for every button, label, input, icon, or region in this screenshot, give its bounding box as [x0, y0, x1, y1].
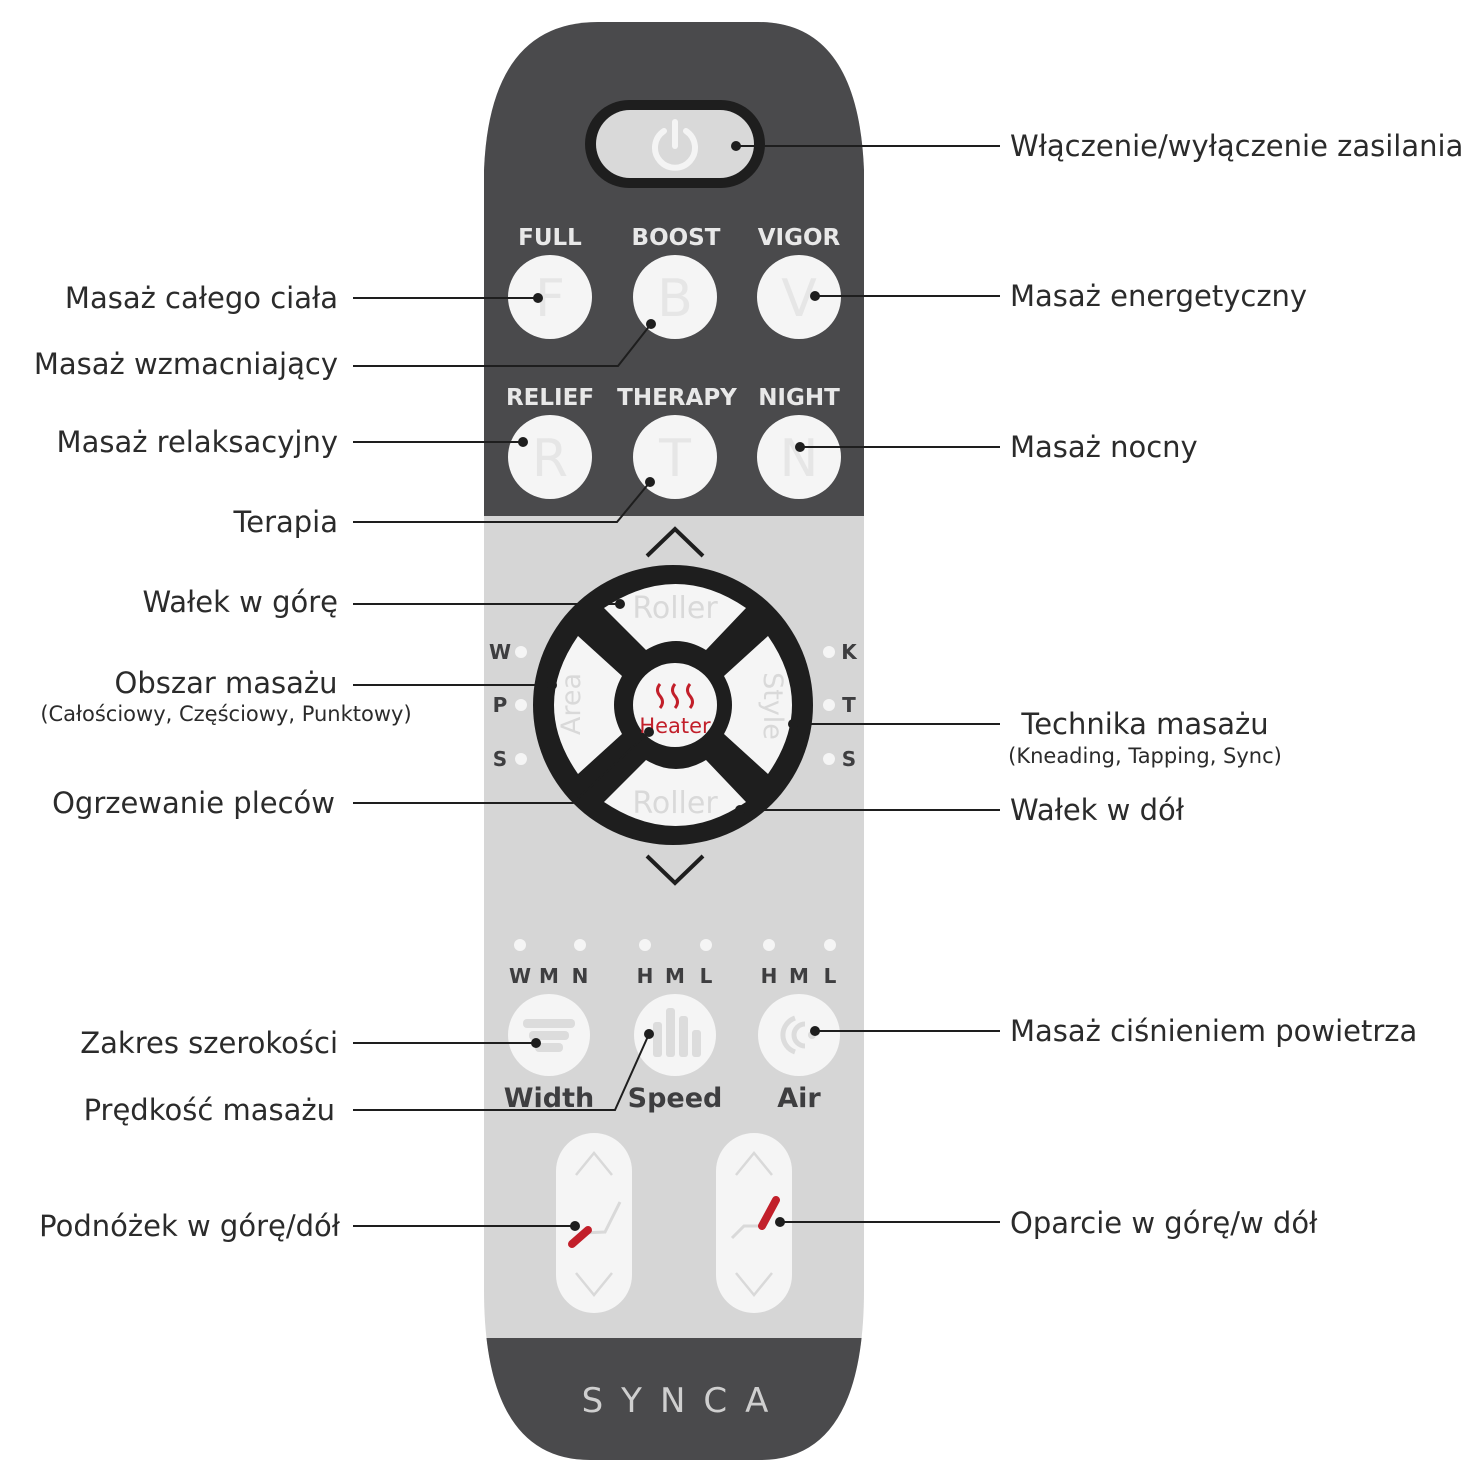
style-indicators: K T S [823, 640, 858, 771]
width-level-n: N [572, 964, 589, 988]
night-annotation: Masaż nocny [1010, 430, 1198, 464]
annotations: Włączenie/wyłączenie zasilania Masaż cał… [34, 129, 1464, 1243]
roller-up-text: Roller [632, 591, 718, 626]
air-levels: H M L [761, 964, 837, 988]
roller-down-button[interactable]: Roller [604, 760, 746, 826]
indicator-s-left: S [493, 747, 507, 771]
speed-level-h: H [637, 964, 654, 988]
night-letter: N [780, 429, 819, 489]
therapy-letter: T [658, 429, 691, 489]
relief-label: RELIEF [506, 385, 594, 411]
boost-button[interactable]: B [633, 255, 717, 339]
backrest-down-icon [735, 1272, 773, 1297]
chevron-down-icon [645, 854, 705, 886]
night-button[interactable]: N [757, 415, 841, 499]
air-annotation: Masaż ciśnieniem powietrza [1010, 1014, 1417, 1048]
relief-letter: R [532, 429, 568, 489]
style-annotation-sub: (Kneading, Tapping, Sync) [1008, 744, 1282, 768]
footrest-up-icon [575, 1151, 613, 1176]
leader-lines [353, 141, 1000, 1231]
air-level-h: H [761, 964, 778, 988]
width-levels: W M N [509, 964, 588, 988]
vigor-label: VIGOR [758, 225, 841, 251]
footrest-rocker[interactable] [556, 1133, 632, 1313]
backrest-up-icon [735, 1151, 773, 1176]
speed-label: Speed [628, 1083, 723, 1114]
power-button[interactable] [585, 100, 765, 188]
boost-label: BOOST [632, 225, 721, 251]
relief-annotation: Masaż relaksacyjny [57, 425, 338, 459]
width-button[interactable] [508, 994, 590, 1076]
width-icon [523, 1019, 575, 1052]
therapy-annotation: Terapia [232, 505, 338, 539]
width-annotation: Zakres szerokości [80, 1026, 338, 1060]
dpad: Roller Roller Area Style Heater [533, 565, 813, 845]
night-label: NIGHT [758, 385, 840, 411]
level-dots [514, 939, 836, 951]
heat-icon [656, 683, 694, 709]
indicator-s-right: S [842, 747, 856, 771]
area-annotation: Obszar masażu [115, 666, 338, 700]
indicator-k: K [841, 640, 858, 664]
style-text: Style [757, 672, 788, 740]
backrest-annotation: Oparcie w górę/w dół [1010, 1206, 1318, 1240]
area-annotation-sub: (Całościowy, Częściowy, Punktowy) [40, 702, 411, 726]
area-text: Area [556, 673, 587, 735]
brand-logo: SYNCA [582, 1381, 787, 1421]
power-icon [652, 119, 698, 171]
footrest-annotation: Podnóżek w górę/dół [39, 1209, 341, 1243]
width-label: Width [504, 1083, 595, 1114]
roller-down-annotation: Wałek w dół [1010, 793, 1185, 827]
speed-icon [653, 1008, 701, 1057]
indicator-t: T [842, 693, 856, 717]
therapy-button[interactable]: T [633, 415, 717, 499]
footrest-down-icon [575, 1272, 613, 1297]
relief-button[interactable]: R [508, 415, 592, 499]
style-button[interactable]: Style [724, 636, 792, 774]
vigor-annotation: Masaż energetyczny [1010, 279, 1307, 313]
air-level-l: L [824, 964, 837, 988]
area-indicators: W P S [489, 640, 527, 771]
therapy-label: THERAPY [617, 385, 737, 411]
indicator-p: P [493, 693, 508, 717]
heater-annotation: Ogrzewanie pleców [52, 786, 335, 820]
speed-level-l: L [700, 964, 713, 988]
roller-down-text: Roller [632, 786, 718, 821]
chevron-up-icon [645, 526, 705, 558]
width-level-w: W [509, 964, 531, 988]
speed-annotation: Prędkość masażu [84, 1093, 335, 1127]
roller-up-annotation: Wałek w górę [142, 585, 338, 619]
full-annotation: Masaż całego ciała [65, 281, 338, 315]
speed-level-m: M [665, 964, 685, 988]
width-level-m: M [539, 964, 559, 988]
roller-up-button[interactable]: Roller [604, 584, 746, 650]
air-label: Air [777, 1083, 821, 1114]
area-button[interactable]: Area [554, 636, 622, 774]
footrest-chair-icon [568, 1201, 622, 1248]
full-label: FULL [518, 225, 582, 251]
backrest-rocker[interactable] [716, 1133, 792, 1313]
power-annotation: Włączenie/wyłączenie zasilania [1010, 129, 1463, 163]
speed-button[interactable] [634, 994, 716, 1076]
indicator-w: W [489, 640, 511, 664]
style-annotation: Technika masażu [1020, 707, 1268, 741]
boost-annotation: Masaż wzmacniający [34, 347, 338, 381]
air-button[interactable] [758, 994, 840, 1076]
boost-letter: B [657, 269, 693, 329]
speed-levels: H M L [637, 964, 713, 988]
backrest-chair-icon [730, 1196, 780, 1240]
air-level-m: M [789, 964, 809, 988]
